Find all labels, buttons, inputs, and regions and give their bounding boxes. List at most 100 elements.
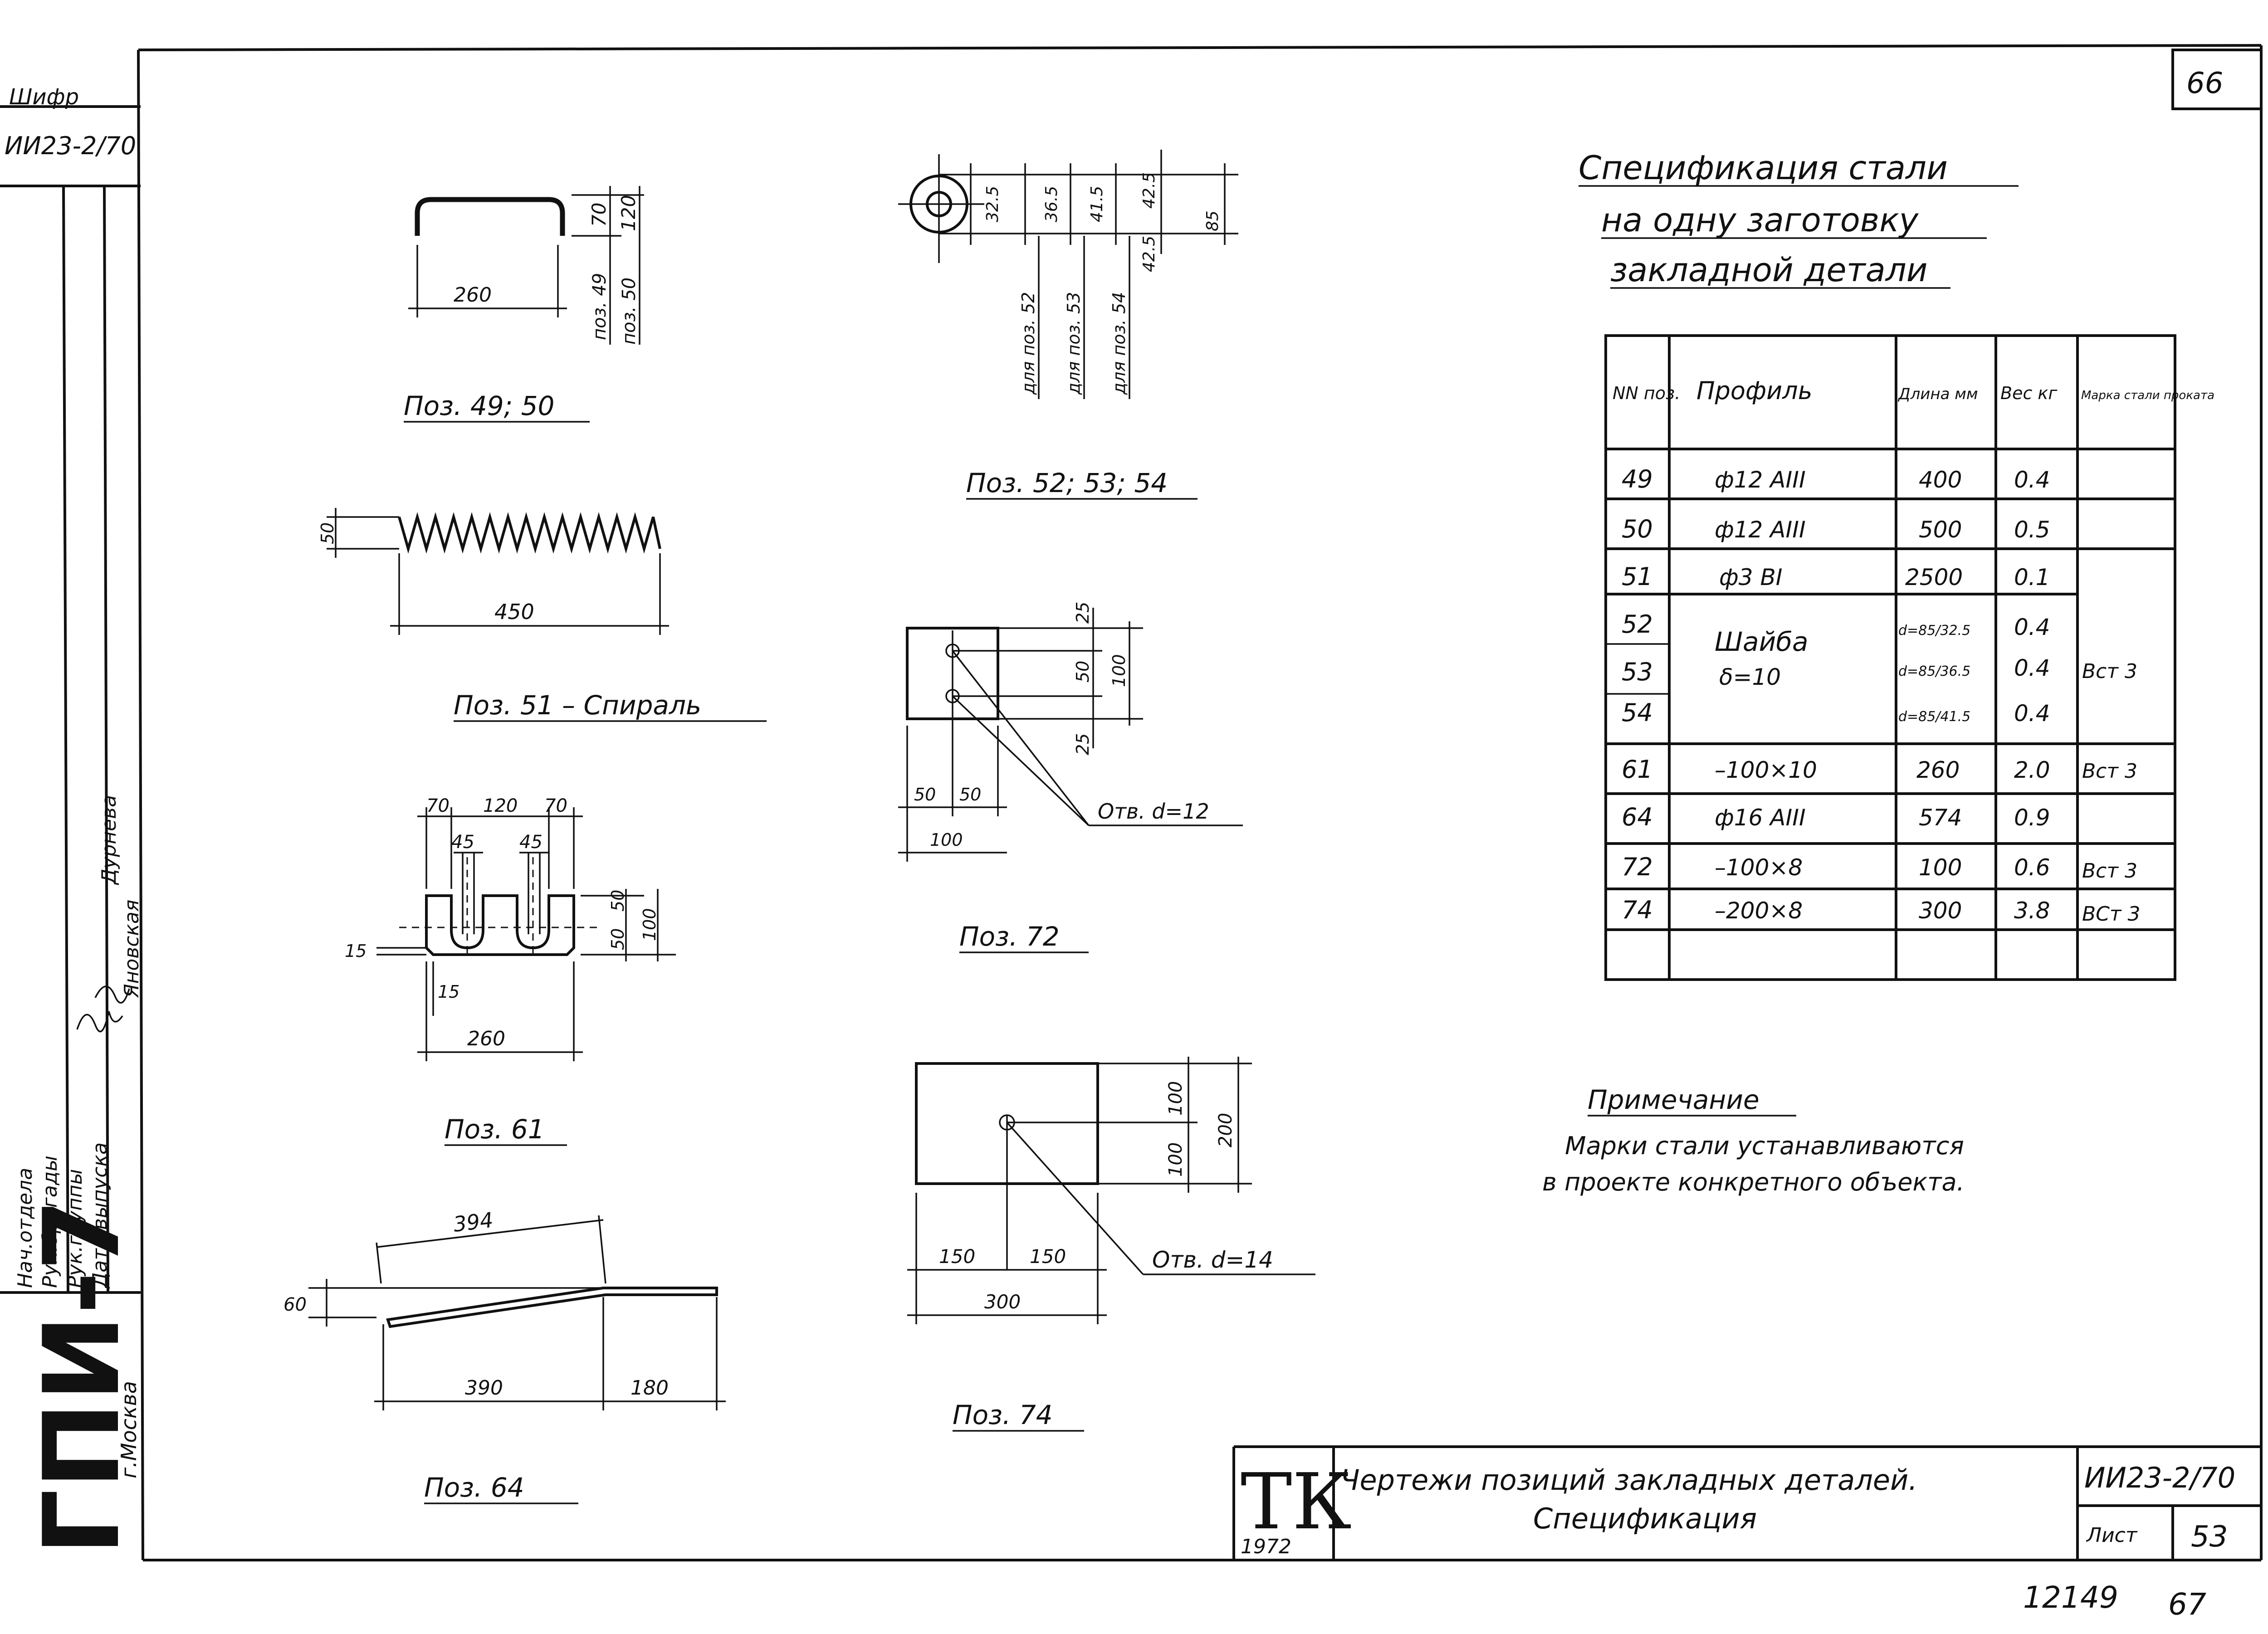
svg-text:–200×8: –200×8	[1715, 897, 1803, 924]
svg-text:50: 50	[318, 522, 337, 544]
svg-text:Вст 3: Вст 3	[2082, 859, 2137, 883]
svg-text:150: 150	[939, 1245, 975, 1268]
svg-text:574: 574	[1919, 805, 1962, 831]
svg-text:15: 15	[345, 941, 367, 961]
svg-text:на одну заготовку: на одну заготовку	[1601, 201, 1919, 239]
org-logo: ГПИ-7	[22, 1199, 143, 1556]
page-number: 66	[2186, 67, 2223, 100]
svg-text:61: 61	[1622, 755, 1653, 784]
strip-city: г.Москва	[117, 1381, 141, 1478]
drawing-pos-52-54: 32.5 36.5 41.5 42.5 42.5 85 для поз. 52 …	[898, 150, 1238, 500]
header-nn: NN поз.	[1613, 383, 1680, 403]
svg-text:72: 72	[1622, 853, 1653, 881]
drawing-pos-49-50: 260 70 120 поз. 49 поз. 50 Поз. 49; 50	[404, 186, 644, 423]
svg-text:ф12 АIII: ф12 АIII	[1715, 467, 1806, 493]
drawing-pos-51: 50 450 Поз. 51 – Спираль	[318, 508, 767, 722]
svg-text:для поз. 53: для поз. 53	[1064, 292, 1084, 395]
svg-text:ф3 ВI: ф3 ВI	[1719, 564, 1783, 590]
svg-text:0.1: 0.1	[2014, 564, 2050, 590]
drawing-pos-61: 70 120 70 45 45 50 50 100 15 15 260 Поз.…	[345, 795, 676, 1146]
svg-text:200: 200	[1215, 1113, 1236, 1147]
svg-text:d=85/36.5: d=85/36.5	[1898, 663, 1970, 679]
svg-text:для поз. 52: для поз. 52	[1018, 292, 1038, 395]
svg-text:120: 120	[617, 195, 640, 231]
svg-text:50: 50	[914, 785, 936, 805]
spec-title: Спецификация стали на одну заготовку зак…	[1579, 149, 2019, 289]
svg-text:500: 500	[1919, 517, 1962, 543]
svg-text:180: 180	[631, 1376, 669, 1400]
svg-text:Отв. d=12: Отв. d=12	[1098, 799, 1209, 824]
drawing-title-2: Спецификация	[1533, 1502, 1757, 1535]
svg-text:52: 52	[1622, 610, 1653, 639]
drawing-pos-74: 100 100 200 Отв. d=14 150 150 300 Поз. 7…	[907, 1057, 1315, 1432]
svg-text:0.4: 0.4	[2014, 700, 2050, 727]
caption-pos-51: Поз. 51 – Спираль	[454, 690, 701, 721]
header-steel: Марка стали проката	[2081, 389, 2214, 402]
svg-text:–100×8: –100×8	[1715, 854, 1803, 881]
strip-role-1: Нач.отдела	[14, 1168, 37, 1288]
svg-text:25: 25	[1073, 602, 1093, 624]
svg-text:100: 100	[1165, 1081, 1186, 1116]
svg-text:Вст 3: Вст 3	[2082, 760, 2137, 783]
svg-text:Отв. d=14: Отв. d=14	[1152, 1247, 1273, 1273]
svg-text:0.4: 0.4	[2014, 467, 2050, 493]
svg-text:260: 260	[1916, 757, 1960, 783]
caption-pos-49-50: Поз. 49; 50	[404, 390, 554, 421]
svg-text:49: 49	[1622, 465, 1653, 493]
sheet-label: Лист	[2086, 1524, 2138, 1547]
caption-pos-74: Поз. 74	[953, 1400, 1053, 1430]
svg-text:3.8: 3.8	[2014, 897, 2050, 924]
svg-text:54: 54	[1622, 698, 1653, 727]
svg-text:ф12 АIII: ф12 АIII	[1715, 517, 1806, 543]
sheet-number: 53	[2191, 1520, 2228, 1554]
svg-text:50: 50	[608, 890, 628, 912]
left-stamp-strip: Шифр ИИ23-2/70 Нач.отдела Рук.бригады Ру…	[0, 84, 143, 1556]
caption-pos-61: Поз. 61	[445, 1114, 545, 1145]
drawing-pos-64: 60 394 390 180 Поз. 64	[284, 1208, 726, 1504]
svg-text:394: 394	[452, 1208, 494, 1237]
svg-text:100: 100	[640, 908, 660, 941]
drawing-pos-72: 25 50 25 100 Отв. d=12 50 50 100 Поз. 72	[898, 602, 1243, 953]
svg-text:закладной детали: закладной детали	[1610, 251, 1928, 289]
svg-text:450: 450	[494, 600, 534, 624]
svg-text:2.0: 2.0	[2014, 757, 2050, 783]
svg-text:0.4: 0.4	[2014, 655, 2050, 681]
footer-num-2: 67	[2168, 1587, 2206, 1622]
svg-text:64: 64	[1622, 803, 1653, 831]
svg-text:50: 50	[608, 928, 628, 950]
svg-text:74: 74	[1622, 896, 1653, 924]
svg-text:260: 260	[467, 1027, 505, 1050]
svg-text:100: 100	[930, 830, 963, 850]
strip-name-1: Дурнева	[98, 795, 121, 885]
svg-text:2500: 2500	[1905, 564, 1963, 590]
svg-text:36.5: 36.5	[1042, 186, 1061, 222]
strip-name-2: Яновская	[120, 900, 143, 998]
svg-text:поз. 50: поз. 50	[619, 278, 640, 345]
svg-text:70: 70	[588, 203, 610, 227]
header-length: Длина мм	[1897, 385, 1978, 403]
svg-text:0.5: 0.5	[2014, 517, 2050, 543]
drawing-title-1: Чертежи позиций закладных деталей.	[1340, 1463, 1917, 1497]
drawing-code: ИИ23-2/70	[2084, 1461, 2235, 1494]
header-profile: Профиль	[1696, 376, 1813, 405]
svg-text:Спецификация стали: Спецификация стали	[1579, 149, 1948, 187]
svg-text:390: 390	[465, 1376, 503, 1400]
svg-text:53: 53	[1622, 658, 1653, 686]
svg-text:400: 400	[1919, 467, 1962, 493]
svg-text:50: 50	[1073, 661, 1093, 683]
svg-text:300: 300	[1919, 897, 1962, 924]
note-title: Примечание	[1588, 1084, 1760, 1115]
svg-text:70: 70	[426, 795, 450, 816]
caption-pos-52-54: Поз. 52; 53; 54	[966, 468, 1168, 498]
svg-text:260: 260	[454, 283, 492, 307]
svg-text:45: 45	[519, 832, 543, 853]
svg-text:150: 150	[1030, 1245, 1066, 1268]
strip-top-code: ИИ23-2/70	[5, 132, 136, 160]
svg-text:15: 15	[438, 982, 459, 1002]
svg-text:d=85/41.5: d=85/41.5	[1898, 709, 1970, 725]
svg-text:ВСт 3: ВСт 3	[2082, 902, 2141, 926]
svg-text:41.5: 41.5	[1088, 186, 1106, 222]
signature-2	[94, 985, 130, 1004]
svg-text:0.4: 0.4	[2014, 614, 2050, 640]
